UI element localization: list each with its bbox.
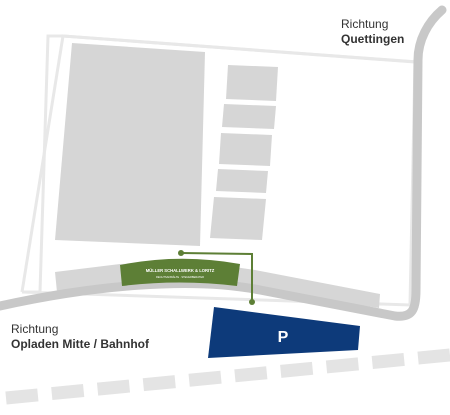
building-block-4 (216, 169, 268, 193)
company-sign-line1: MÜLLER SCHALLWERK & LORITZ (146, 268, 215, 273)
dashed-road (5, 348, 450, 405)
building-block-2 (222, 104, 276, 129)
direction-label-opladen: Richtung Opladen Mitte / Bahnhof (11, 322, 149, 352)
direction-place-quettingen: Quettingen (341, 32, 405, 46)
building-block-5 (210, 197, 266, 240)
connector-line (180, 252, 253, 302)
company-building[interactable] (120, 258, 240, 286)
company-sign-line2: RECHTSANWÄLTE · STEUERBERATER (156, 275, 204, 279)
parking-area[interactable] (208, 307, 360, 358)
direction-place-opladen: Opladen Mitte / Bahnhof (11, 337, 149, 351)
direction-prefix-west: Richtung (11, 322, 59, 336)
main-building (55, 43, 205, 246)
connector-dot-start (178, 250, 184, 256)
building-block-3 (219, 133, 272, 166)
connector-dot-end (249, 299, 255, 305)
property-boundary (20, 34, 419, 293)
direction-prefix-north: Richtung (341, 17, 389, 31)
direction-label-quettingen: Richtung Quettingen (341, 17, 404, 47)
building-block-1 (226, 65, 278, 101)
main-road (0, 5, 447, 321)
parking-label: P (278, 329, 289, 346)
